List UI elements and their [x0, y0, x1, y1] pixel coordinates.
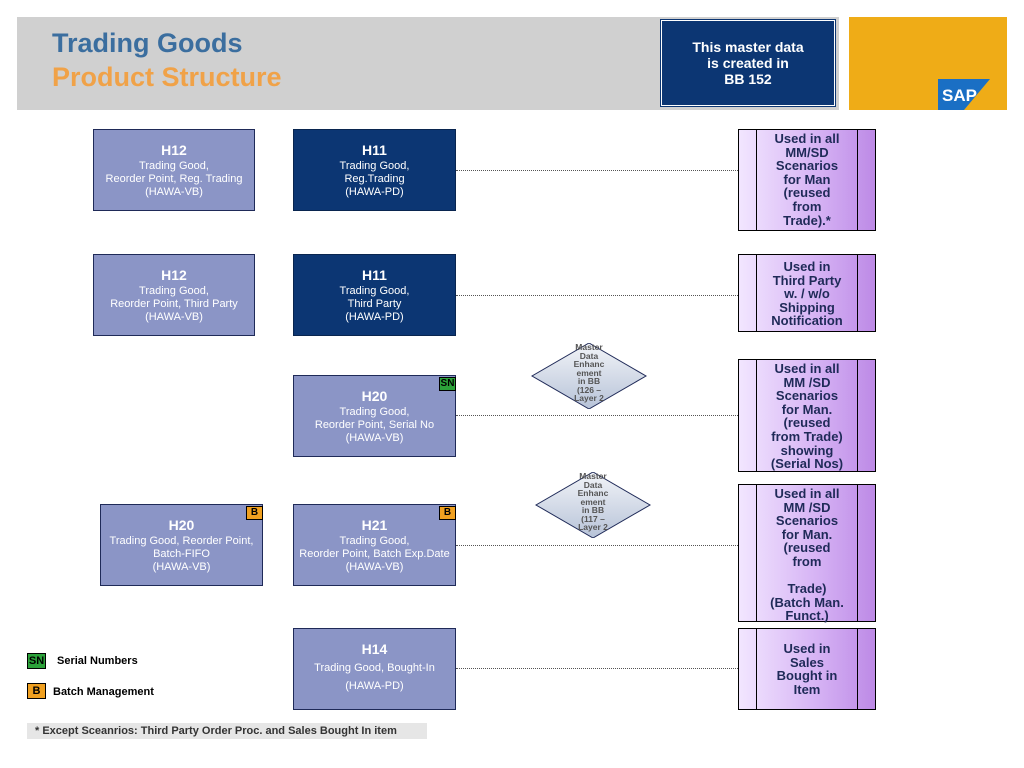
usage-box-third-party: Used in Third Party w. / w/o Shipping No… [738, 254, 876, 332]
material-type-box-h12-reg-trading: H12 Trading Good, Reorder Point, Reg. Tr… [93, 129, 255, 211]
material-type-description: Trading Good, Reorder Point, Batch-FIFO … [109, 535, 254, 573]
serial-number-badge: SN [439, 377, 456, 391]
usage-box-right-bar [857, 629, 858, 709]
batch-management-badge: B [439, 506, 456, 520]
usage-box-text: Used in all MM /SD Scenarios for Man. (r… [770, 361, 844, 472]
usage-box-right-bar [857, 130, 858, 230]
usage-box-batch-man: Used in all MM /SD Scenarios for Man. (r… [738, 484, 876, 624]
usage-box-right-bar [857, 485, 858, 621]
material-type-description: Trading Good, Reorder Point, Third Party… [110, 285, 238, 323]
material-type-box-h11-reg-trading: H11 Trading Good, Reg.Trading (HAWA-PD) [293, 129, 456, 211]
material-type-box-h11-third-party: H11 Trading Good, Third Party (HAWA-PD) [293, 254, 456, 336]
diamond-label-117: Master Data Enhanc ement in BB (117 – La… [577, 471, 609, 532]
usage-box-text: Used in all MM /SD Scenarios for Man. (r… [770, 486, 844, 624]
material-type-code: H14 [361, 641, 388, 657]
usage-box-sales-bought-in: Used in Sales Bought in Item [738, 628, 876, 710]
page-subtitle: Product Structure [52, 62, 282, 92]
material-type-box-h14-bought-in: H14 Trading Good, Bought-In (HAWA-PD) [293, 628, 456, 710]
usage-box-right-bar [857, 255, 858, 331]
usage-box-text: Used in all MM/SD Scenarios for Man (reu… [774, 131, 840, 228]
usage-box-left-bar [756, 130, 757, 230]
sap-logo-graphic: SAP [938, 79, 990, 110]
material-type-description: Trading Good, Reorder Point, Batch Exp.D… [299, 535, 450, 573]
usage-box-left-bar [756, 255, 757, 331]
material-type-code: H20 [168, 517, 195, 533]
material-type-box-h12-third-party: H12 Trading Good, Reorder Point, Third P… [93, 254, 255, 336]
connector-line-row2 [456, 295, 738, 296]
connector-line-row1 [456, 170, 738, 171]
master-data-info-box: This master data is created in BB 152 [661, 20, 835, 106]
legend-serial-label: Serial Numbers [57, 655, 138, 667]
usage-box-left-bar [756, 485, 757, 621]
usage-box-text: Used in Third Party w. / w/o Shipping No… [771, 259, 843, 329]
usage-box-right-bar [857, 360, 858, 471]
master-data-enhancement-diamond-126 [531, 343, 647, 409]
connector-line-row4 [456, 545, 738, 546]
legend-batch-label: Batch Management [53, 686, 154, 698]
master-data-enhancement-diamond-117 [535, 472, 651, 538]
batch-management-badge: B [246, 506, 263, 520]
usage-box-left-bar [756, 629, 757, 709]
material-type-description: Trading Good, Bought-In (HAWA-PD) [314, 662, 435, 692]
material-type-code: H12 [161, 142, 187, 158]
connector-line-row5 [456, 668, 738, 669]
material-type-description: Trading Good, Reorder Point, Serial No (… [314, 406, 435, 444]
sap-logo-text: SAP [942, 86, 977, 105]
usage-box-serial-nos: Used in all MM /SD Scenarios for Man. (r… [738, 359, 876, 472]
page-title: Trading Goods [52, 28, 243, 58]
footnote: * Except Sceanrios: Third Party Order Pr… [27, 723, 427, 739]
usage-box-mm-sd-man: Used in all MM/SD Scenarios for Man (reu… [738, 129, 876, 231]
connector-line-row3 [456, 415, 738, 416]
material-type-code: H12 [161, 267, 187, 283]
diamond-label-126: Master Data Enhanc ement in BB (126 – La… [573, 342, 605, 403]
brand-band [849, 17, 1007, 110]
material-type-description: Trading Good, Reg.Trading (HAWA-PD) [339, 160, 410, 198]
material-type-box-h20-batch-fifo: B H20 Trading Good, Reorder Point, Batch… [100, 504, 263, 586]
material-type-code: H11 [362, 267, 387, 283]
master-data-info-text: This master data is created in BB 152 [692, 39, 804, 87]
legend-serial-swatch: SN [27, 653, 46, 669]
material-type-description: Trading Good, Third Party (HAWA-PD) [339, 285, 410, 323]
sap-logo: SAP [938, 79, 990, 110]
material-type-code: H11 [362, 142, 387, 158]
usage-box-text: Used in Sales Bought in Item [776, 641, 838, 697]
legend-batch-swatch: B [27, 683, 46, 699]
material-type-code: H21 [361, 517, 388, 533]
material-type-code: H20 [361, 388, 388, 404]
material-type-box-h21-batch-exp: B H21 Trading Good, Reorder Point, Batch… [293, 504, 456, 586]
material-type-description: Trading Good, Reorder Point, Reg. Tradin… [105, 160, 243, 198]
material-type-box-h20-serial: SN H20 Trading Good, Reorder Point, Seri… [293, 375, 456, 457]
usage-box-left-bar [756, 360, 757, 471]
